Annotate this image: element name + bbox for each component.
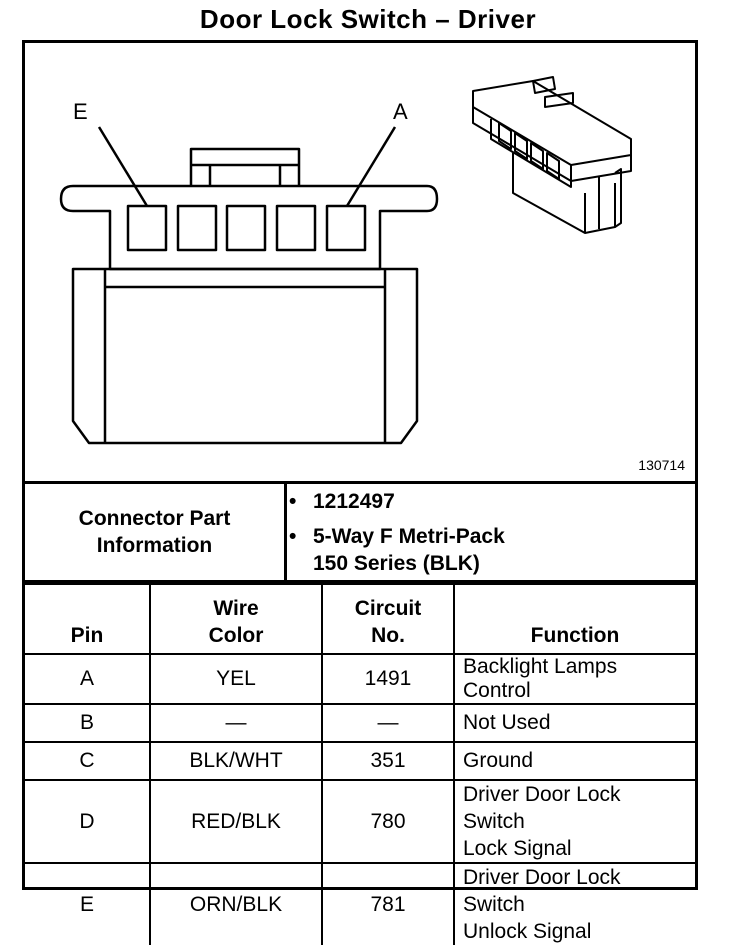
connector-flange bbox=[59, 184, 439, 271]
row-wire-color: ORN/BLK bbox=[149, 862, 323, 945]
cavity-d bbox=[176, 204, 218, 252]
row-circuit: 1491 bbox=[321, 653, 455, 705]
connector-info-label: Connector Part Information bbox=[25, 484, 287, 580]
leader-a bbox=[345, 126, 397, 207]
row-pin: B bbox=[25, 703, 151, 743]
isometric-connector bbox=[472, 76, 632, 234]
connector-lock-tab bbox=[189, 147, 301, 186]
connector-body bbox=[71, 267, 419, 445]
row-wire-color: RED/BLK bbox=[149, 779, 323, 864]
leader-e bbox=[97, 126, 149, 207]
row-circuit: 781 bbox=[321, 862, 455, 945]
connector-info-label-line1: Connector Part bbox=[78, 507, 231, 530]
figure-id: 130714 bbox=[638, 457, 685, 473]
part-number: 1212497 bbox=[313, 490, 395, 513]
row-pin: D bbox=[25, 779, 151, 864]
row-pin: C bbox=[25, 741, 151, 781]
connector-info-values: • 1212497 • 5-Way F Metri-Pack 150 Series … bbox=[289, 488, 505, 577]
description-line: • 5-Way F Metri-Pack bbox=[289, 523, 505, 550]
row-function: Ground bbox=[453, 741, 695, 781]
cavity-c bbox=[225, 204, 267, 252]
row-wire-color: — bbox=[149, 703, 323, 743]
page-title: Door Lock Switch – Driver bbox=[199, 4, 537, 34]
row-circuit: 351 bbox=[321, 741, 455, 781]
table-row: A YEL 1491 Backlight Lamps Control bbox=[25, 653, 695, 705]
cavity-a bbox=[325, 204, 367, 252]
row-circuit: — bbox=[321, 703, 455, 743]
cavity-e bbox=[126, 204, 168, 252]
pin-a-label: A bbox=[393, 99, 408, 124]
row-pin: A bbox=[25, 653, 151, 705]
connector-info-label-line2: Information bbox=[96, 534, 213, 557]
connector-drawing bbox=[59, 76, 632, 445]
header-pin: Pin bbox=[25, 583, 151, 655]
bullet: • bbox=[289, 490, 297, 513]
connector-frame: E A 130714 Connector Part Information • 1… bbox=[22, 40, 698, 945]
pin-e-label: E bbox=[73, 99, 88, 124]
bullet: • bbox=[289, 525, 297, 548]
row-wire-color: YEL bbox=[149, 653, 323, 705]
cavity-b bbox=[275, 204, 317, 252]
connector-description-line2: 150 Series (BLK) bbox=[313, 552, 480, 575]
header-function: Function bbox=[453, 583, 695, 655]
table-row: C BLK/WHT 351 Ground bbox=[25, 741, 695, 781]
row-function: Backlight Lamps Control bbox=[453, 653, 695, 705]
connector-part-info: Connector Part Information • 1212497 • 5-W… bbox=[25, 481, 695, 583]
row-circuit: 780 bbox=[321, 779, 455, 864]
row-function: Not Used bbox=[453, 703, 695, 743]
row-pin: E bbox=[25, 862, 151, 945]
part-number-line: • 1212497 bbox=[289, 488, 505, 515]
table-row: B — — Not Used bbox=[25, 703, 695, 743]
connector-figure: E A 130714 bbox=[25, 43, 695, 481]
row-wire-color: BLK/WHT bbox=[149, 741, 323, 781]
connector-description-line1: 5-Way F Metri-Pack bbox=[313, 525, 505, 548]
